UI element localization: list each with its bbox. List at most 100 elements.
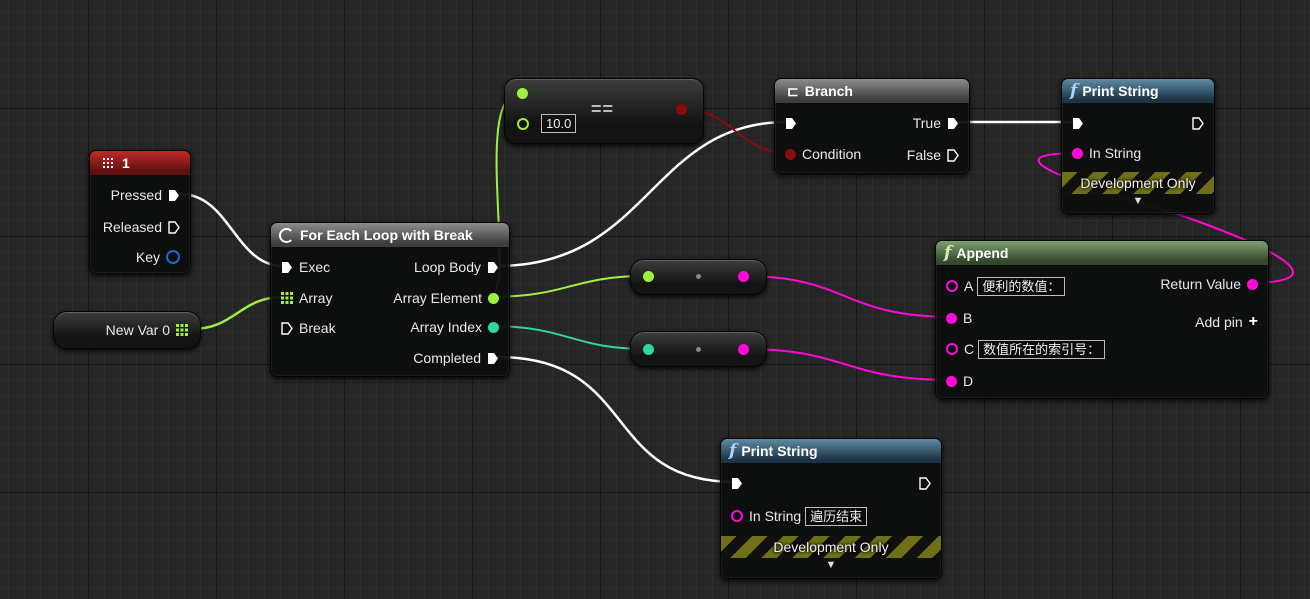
pressed-label: Pressed — [110, 187, 162, 203]
append-pin-c-row[interactable]: C 数值所在的索引号： — [946, 339, 1106, 359]
exec-in-row[interactable]: Exec — [281, 257, 330, 277]
exec-in-pin-icon[interactable] — [785, 117, 797, 130]
condition-label: Condition — [802, 146, 862, 162]
key-pin-row[interactable]: Key — [136, 247, 180, 267]
array-label: Array — [299, 290, 333, 306]
branch-header[interactable]: ⊏ Branch — [775, 79, 969, 103]
pin-a-value-field[interactable]: 便利的数值： — [977, 276, 1066, 296]
array-index-label: Array Index — [410, 319, 482, 335]
key-event-header[interactable]: 1 — [90, 151, 190, 175]
int-in-pin-icon[interactable] — [643, 344, 654, 355]
foreach-header[interactable]: For Each Loop with Break — [271, 223, 509, 247]
key-label: Key — [135, 249, 160, 265]
exec-out-pin-icon[interactable] — [947, 117, 959, 130]
print-top-exec-in-row[interactable] — [1072, 113, 1084, 133]
array-element-row[interactable]: Array Element — [393, 288, 499, 308]
branch-exec-in-row[interactable] — [785, 113, 797, 133]
print-bottom-exec-in-row[interactable] — [731, 473, 743, 493]
print-bottom-instring-row[interactable]: In String 遍历结束 — [731, 506, 868, 526]
append-node[interactable]: f Append A 便利的数值： B C 数值所在的索引号： D Return… — [935, 240, 1269, 399]
print-bottom-exec-out-row[interactable] — [919, 473, 931, 493]
print-top-exec-out-row[interactable] — [1192, 113, 1204, 133]
int-to-string-node[interactable] — [630, 331, 767, 367]
exec-in-pin-icon[interactable] — [281, 321, 293, 335]
development-only-banner: Development Only — [721, 536, 941, 558]
exec-out-pin-icon[interactable] — [919, 476, 931, 490]
string-in-pin-icon[interactable] — [946, 312, 957, 324]
exec-out-pin-icon[interactable] — [168, 220, 180, 234]
string-in-pin-icon[interactable] — [1072, 147, 1083, 159]
exec-out-pin-icon[interactable] — [947, 148, 959, 162]
string-out-pin-icon[interactable] — [738, 344, 749, 355]
array-in-row[interactable]: Array — [281, 288, 332, 308]
released-pin-row[interactable]: Released — [103, 217, 180, 237]
exec-in-pin-icon[interactable] — [1072, 117, 1084, 130]
development-only-banner: Development Only — [1062, 172, 1214, 194]
exec-out-pin-icon[interactable] — [487, 261, 499, 274]
add-pin-button[interactable]: Add pin + — [1195, 312, 1258, 332]
int-pin-icon[interactable] — [488, 321, 499, 333]
variable-getter-node[interactable]: New Var 0 — [53, 311, 201, 349]
key-struct-pin-icon[interactable] — [166, 250, 180, 264]
float-pin-b-icon[interactable] — [517, 118, 529, 130]
instring-label: In String — [749, 508, 802, 524]
pin-c-value-field[interactable]: 数值所在的索引号： — [978, 339, 1106, 359]
loop-body-label: Loop Body — [414, 259, 481, 275]
input-key-icon — [102, 157, 114, 169]
exec-out-pin-icon[interactable] — [168, 189, 180, 202]
float-in-pin-icon[interactable] — [643, 271, 654, 282]
print-string-bottom-node[interactable]: f Print String In String 遍历结束 Developmen… — [720, 438, 942, 579]
array-index-row[interactable]: Array Index — [410, 317, 499, 337]
expand-arrow-icon[interactable]: ▼ — [1132, 195, 1144, 207]
completed-row[interactable]: Completed — [413, 348, 499, 368]
true-row[interactable]: True — [913, 113, 959, 133]
array-grid-icon[interactable] — [176, 324, 188, 336]
equals-value-field[interactable]: 10.0 — [541, 114, 577, 133]
exec-out-pin-icon[interactable] — [487, 352, 499, 365]
foreach-loop-node[interactable]: For Each Loop with Break Exec Array Brea… — [270, 222, 510, 377]
float-pin-a-icon[interactable] — [517, 88, 528, 99]
false-row[interactable]: False — [907, 145, 959, 165]
string-out-pin-icon[interactable] — [1247, 278, 1258, 290]
float-to-string-node[interactable] — [630, 259, 767, 295]
bool-in-pin-icon[interactable] — [785, 148, 796, 160]
string-in-pin-icon[interactable] — [946, 280, 958, 292]
expand-arrow-icon[interactable]: ▼ — [825, 559, 837, 571]
loop-body-row[interactable]: Loop Body — [414, 257, 499, 277]
print-bottom-header[interactable]: f Print String — [721, 439, 941, 463]
append-pin-a-row[interactable]: A 便利的数值： — [946, 276, 1066, 296]
condition-row[interactable]: Condition — [785, 144, 861, 164]
instring-value-field[interactable]: 遍历结束 — [805, 506, 868, 526]
string-in-pin-icon[interactable] — [946, 343, 958, 355]
false-label: False — [906, 147, 941, 163]
float-pin-icon[interactable] — [488, 292, 499, 304]
append-header[interactable]: f Append — [936, 241, 1268, 265]
print-bottom-title: Print String — [741, 443, 818, 459]
exec-in-pin-icon[interactable] — [281, 261, 293, 274]
completed-label: Completed — [413, 350, 481, 366]
equals-node[interactable]: 10.0 == — [504, 78, 704, 144]
convert-dot-icon — [696, 347, 701, 352]
pressed-pin-row[interactable]: Pressed — [111, 185, 180, 205]
string-in-pin-icon[interactable] — [946, 375, 957, 387]
key-event-node[interactable]: 1 Pressed Released Key — [89, 150, 191, 274]
print-string-top-node[interactable]: f Print String In String Development Onl… — [1061, 78, 1215, 214]
break-in-row[interactable]: Break — [281, 318, 336, 338]
string-in-pin-icon[interactable] — [731, 510, 743, 522]
exec-in-pin-icon[interactable] — [731, 477, 743, 490]
plus-icon[interactable]: + — [1248, 313, 1258, 330]
bool-out-pin-icon[interactable] — [676, 104, 687, 115]
string-out-pin-icon[interactable] — [738, 271, 749, 282]
wire-element-to-convert — [487, 275, 649, 298]
print-top-instring-row[interactable]: In String — [1072, 143, 1141, 163]
released-label: Released — [102, 219, 162, 235]
print-top-header[interactable]: f Print String — [1062, 79, 1214, 103]
return-value-row[interactable]: Return Value — [1160, 274, 1258, 294]
append-pin-d-row[interactable]: D — [946, 371, 973, 391]
function-icon: f — [729, 441, 737, 461]
append-pin-b-row[interactable]: B — [946, 308, 972, 328]
key-event-title: 1 — [122, 155, 130, 171]
array-grid-icon[interactable] — [281, 292, 293, 304]
branch-node[interactable]: ⊏ Branch Condition True False — [774, 78, 970, 174]
exec-out-pin-icon[interactable] — [1192, 116, 1204, 130]
